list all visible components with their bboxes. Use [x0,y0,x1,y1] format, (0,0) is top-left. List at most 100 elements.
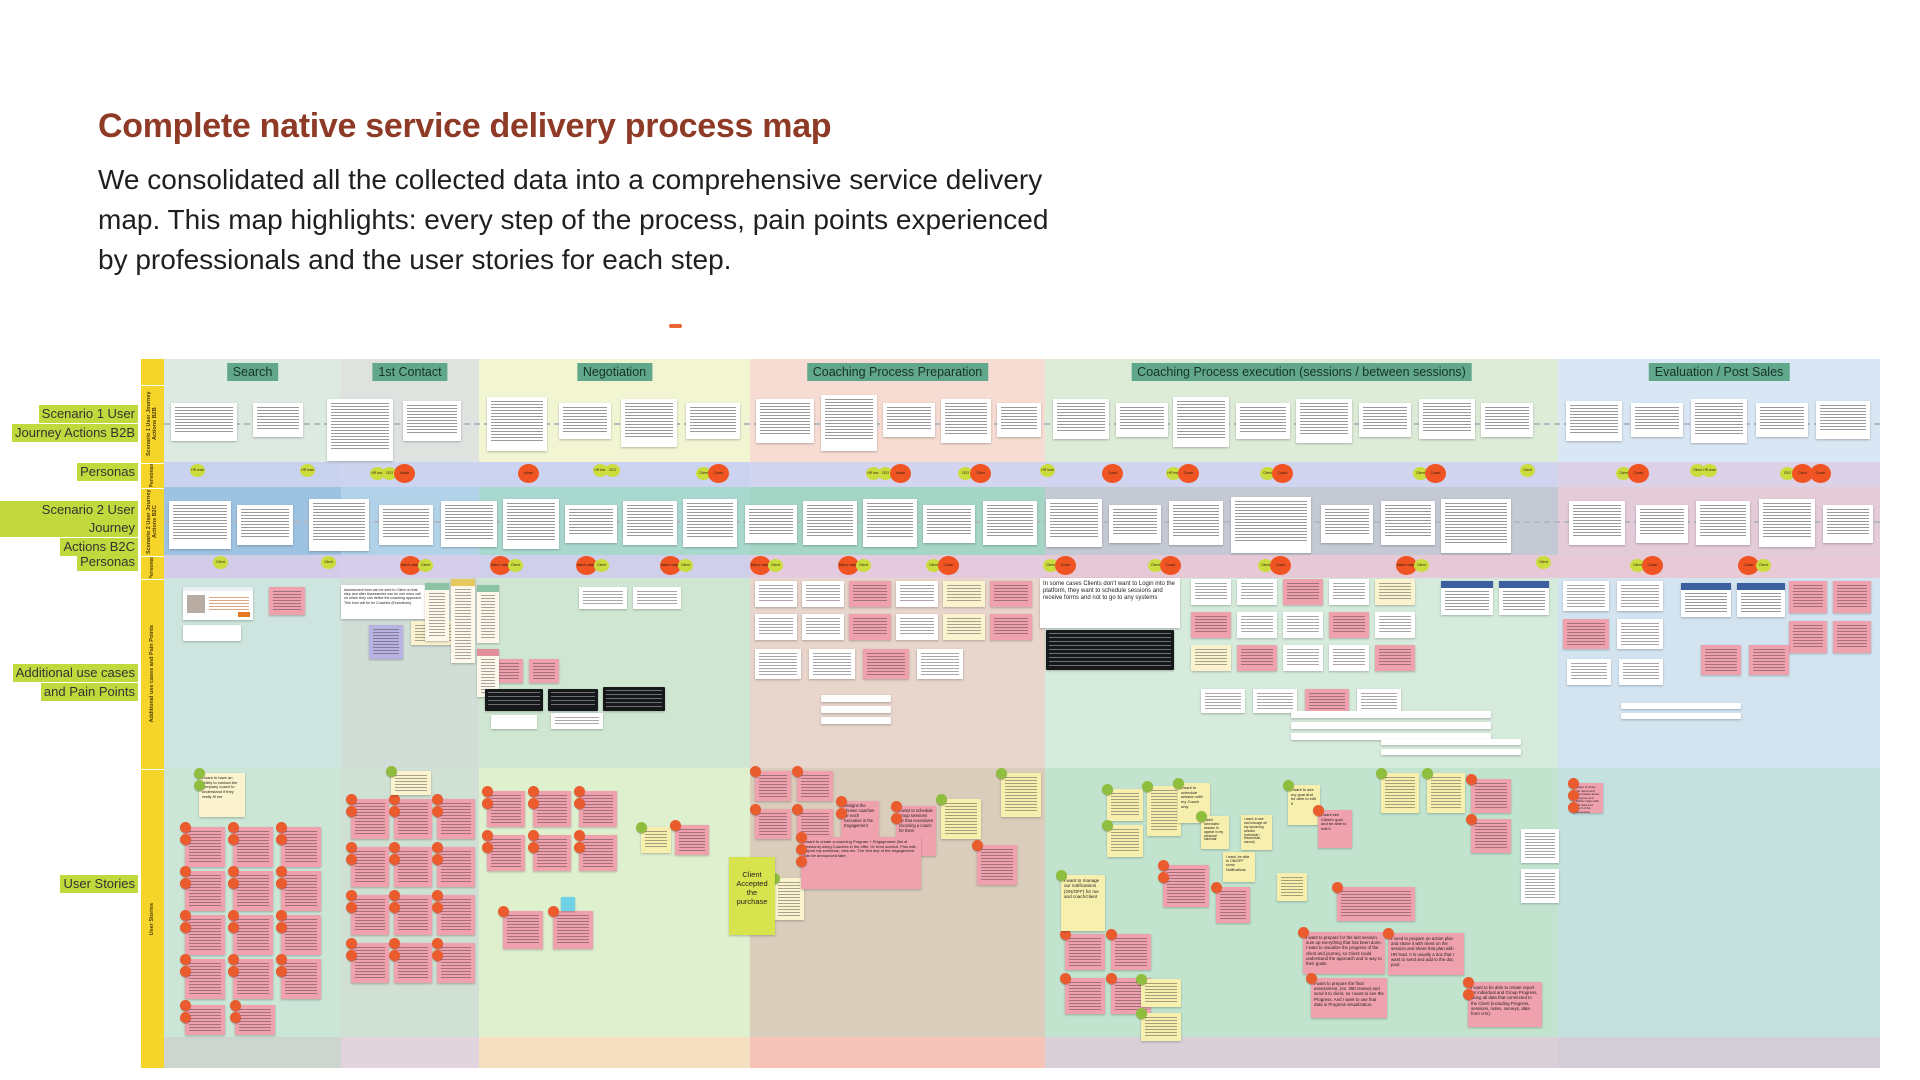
vote-dot[interactable] [1568,778,1579,789]
persona-circle-hr-lead[interactable]: HR lead [1702,464,1717,477]
vote-dot[interactable] [1056,870,1067,881]
journey-card-b2c[interactable] [1636,505,1688,543]
vote-dot[interactable] [180,1000,191,1011]
sticky-note[interactable] [1201,689,1245,713]
journey-card-b2c[interactable] [565,505,617,543]
persona-circle-coach[interactable]: Coach [1272,464,1293,483]
vote-dot[interactable] [180,834,191,845]
column-header-chip-execution[interactable]: Coaching Process execution (sessions / b… [1131,363,1472,381]
row-label-text[interactable]: Scenario 2 User Journey [0,501,138,537]
sticky-note[interactable] [432,890,475,935]
vote-dot[interactable] [1196,811,1207,822]
sticky-note[interactable] [755,649,801,679]
vote-dot[interactable] [432,950,443,961]
sticky-note[interactable] [269,587,305,615]
vote-dot[interactable] [1422,768,1433,779]
persona-circle-client[interactable]: Client [1792,464,1813,483]
sticky-note[interactable] [1466,814,1511,853]
vote-dot[interactable] [792,804,803,815]
sticky-note[interactable] [1305,689,1349,713]
persona-circle-client[interactable]: Client [213,556,228,569]
persona-circle-client[interactable]: Client [321,556,336,569]
white-bar-card[interactable] [183,625,241,641]
sticky-note[interactable] [528,830,571,871]
persona-circle-coach[interactable]: Coach [1102,464,1123,483]
persona-circle-hr-lead[interactable]: HR lead [370,467,385,480]
journey-card-b2b[interactable] [1116,403,1168,437]
journey-card-b2b[interactable] [821,395,877,451]
journey-card-b2c[interactable] [1569,501,1625,545]
vote-dot[interactable] [482,786,493,797]
row-label-text[interactable]: Personas [77,463,138,481]
vote-dot[interactable] [1106,929,1117,940]
journey-card-b2b[interactable] [487,397,547,451]
sticky-note[interactable] [228,954,273,999]
vote-dot[interactable] [346,902,357,913]
sticky-note[interactable]: I need to prepare an action plan and sha… [1383,928,1464,975]
vote-dot[interactable] [346,854,357,865]
sticky-note[interactable] [1375,579,1415,605]
sticky-note[interactable] [1617,581,1663,611]
sticky-note[interactable] [180,1000,225,1035]
vote-dot[interactable] [389,890,400,901]
sticky-note[interactable] [1833,581,1871,613]
sticky-note[interactable] [1211,882,1250,923]
persona-circle-client[interactable]: Client [1413,467,1428,480]
vote-dot[interactable] [346,842,357,853]
journey-card-b2b[interactable] [686,403,740,439]
vote-dot[interactable] [1102,784,1113,795]
sticky-note[interactable] [346,842,389,887]
sticky-note[interactable] [1619,659,1663,685]
sticky-note[interactable] [1102,784,1143,821]
sticky-note[interactable] [574,830,617,871]
persona-circle-client[interactable]: Client [1690,464,1705,477]
sticky-note[interactable] [432,842,475,887]
sticky-note[interactable] [228,866,273,911]
sticky-note[interactable] [1521,869,1559,903]
row-label-text[interactable]: Personas [77,553,138,571]
vote-dot[interactable] [796,844,807,855]
sticky-note[interactable] [917,649,963,679]
vote-dot[interactable] [276,866,287,877]
vote-dot[interactable] [180,866,191,877]
sticky-note[interactable] [633,587,681,609]
journey-card-b2b[interactable] [1691,399,1747,443]
vote-dot[interactable] [1383,928,1394,939]
journey-card-b2b[interactable] [327,399,393,461]
sticky-note[interactable] [491,715,537,729]
vote-dot[interactable] [346,806,357,817]
persona-circle-hr-lead[interactable]: HR lead [300,464,315,477]
sticky-note[interactable]: I want to manage our notifications (ON/O… [1056,870,1105,931]
sticky-note[interactable]: I want, be able to ON/OFF some Notificat… [1223,852,1255,882]
sticky-note[interactable]: I want to be able to create report for i… [1463,977,1542,1027]
sticky-note[interactable] [802,581,844,607]
white-bar-card[interactable] [1621,703,1741,709]
vote-dot[interactable] [1211,882,1222,893]
persona-circle-hr-lead[interactable]: HR lead [1040,464,1055,477]
sticky-note[interactable] [561,897,575,911]
persona-circle-admin[interactable]: Admin [518,464,539,483]
journey-card-b2b[interactable] [1816,401,1870,439]
vote-dot[interactable] [180,966,191,977]
sticky-note[interactable] [1375,645,1415,671]
vote-dot[interactable] [432,854,443,865]
sticky-note[interactable] [180,954,225,999]
sticky-note[interactable]: I want to prepare the final assessment, … [1306,973,1387,1018]
vote-dot[interactable] [574,830,585,841]
row-label-text[interactable]: Journey Actions B2B [12,424,138,442]
sticky-note[interactable] [1191,579,1231,605]
sticky-note[interactable] [896,614,938,640]
journey-card-b2b[interactable] [253,403,303,437]
note-login-painpoint[interactable]: In some cases Clients don't want to Logi… [1040,578,1180,628]
sticky-note[interactable] [943,581,985,607]
persona-circle-coach[interactable]: Coach [1810,464,1831,483]
journey-card-b2c[interactable] [1321,505,1373,543]
persona-circle-ceo[interactable]: CEO [605,464,620,477]
persona-circle-client[interactable]: Client [696,467,711,480]
vote-dot[interactable] [498,906,509,917]
white-bar-card[interactable] [821,695,891,702]
vote-dot[interactable] [996,768,1007,779]
journey-card-b2b[interactable] [621,399,677,447]
sidebar-segment[interactable]: Personas [141,556,164,578]
persona-circle-client[interactable]: Client [594,559,609,572]
